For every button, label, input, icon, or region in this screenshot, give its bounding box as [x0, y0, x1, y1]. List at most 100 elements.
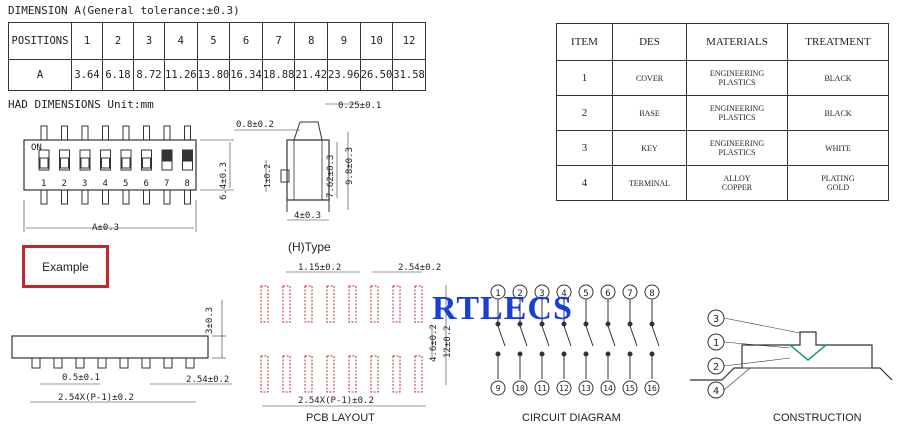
pin-circle	[490, 380, 506, 396]
dim-height-label: 6.4±0.3	[219, 162, 229, 200]
pcb-pad-bottom	[370, 355, 379, 393]
front-pin	[53, 357, 63, 369]
pcb-pad-top	[326, 285, 335, 323]
dim-pcb-length: 2.54X(P-1)±0.2	[298, 396, 374, 406]
top-sliders	[38, 149, 193, 171]
pin-circle	[644, 380, 660, 396]
dim-inner-label: 7.62±0.3	[326, 155, 336, 198]
top-pin	[143, 125, 150, 141]
front-pin	[75, 357, 85, 369]
pin-circle	[534, 380, 550, 396]
pin-circle	[556, 380, 572, 396]
contact-dot	[605, 351, 611, 357]
value-cell: 31.58	[392, 59, 426, 91]
pin-circle	[512, 380, 528, 396]
dim-front-length: 2.54X(P-1)±0.2	[58, 393, 134, 403]
callout-circle	[707, 333, 725, 351]
construction-caption: CONSTRUCTION	[773, 412, 862, 424]
contact-dot	[561, 351, 567, 357]
rtlecs-watermark: RTLECS	[432, 290, 573, 327]
header-materials: MATERIALS	[686, 23, 788, 61]
pin-number: 10	[515, 384, 525, 393]
pin-number: 16	[647, 384, 657, 393]
pin-circle	[622, 380, 638, 396]
front-pins	[31, 357, 195, 369]
callout-number: 1	[713, 338, 719, 349]
value-cell: 11.26	[164, 59, 198, 91]
value-cell: 16.34	[229, 59, 263, 91]
position-cell: 3	[133, 22, 165, 60]
dim-pcb-pitch: 2.54±0.2	[398, 263, 441, 273]
header-treatment: TREATMENT	[787, 23, 889, 61]
switch-slot	[182, 149, 193, 171]
switch-slot	[38, 149, 50, 171]
pin-number: 6	[605, 289, 610, 299]
item-cell: 1	[556, 60, 613, 96]
materials-table: ITEM DES MATERIALS TREATMENT 1 COVER ENG…	[556, 23, 889, 201]
switch-actuator	[80, 157, 90, 169]
switch-blade	[585, 325, 594, 347]
top-pin	[40, 125, 48, 141]
bottom-pin	[184, 189, 191, 205]
treatment-cell: BLACK	[787, 60, 889, 96]
switch-blade	[607, 325, 616, 347]
pcb-pad-top	[392, 285, 401, 323]
had-dimensions-title: HAD DIMENSIONS Unit:mm	[8, 98, 154, 111]
bottom-pin	[61, 189, 68, 205]
bottom-pin	[163, 189, 171, 205]
dim-pad-height: 4.6±0.2	[429, 324, 439, 362]
contact-dot	[495, 351, 501, 357]
circuit-caption: CIRCUIT DIAGRAM	[522, 412, 621, 424]
top-view-body	[23, 139, 197, 191]
dim-lead-label: 1±0.2	[263, 164, 272, 188]
front-pin	[185, 357, 195, 369]
switch-actuator	[183, 150, 192, 162]
front-pin	[141, 357, 151, 369]
switch-slot	[79, 149, 91, 171]
top-pin	[81, 125, 89, 141]
dim-outer-label: 9.8±0.3	[345, 147, 355, 185]
pin-number: 11	[537, 384, 547, 393]
type-label: (H)Type	[288, 240, 331, 254]
switch-blade	[497, 325, 506, 347]
switch-slot	[59, 149, 70, 171]
pcb-pad-bottom	[260, 355, 269, 393]
pcb-pad-bottom	[282, 355, 291, 393]
switch-slot	[100, 149, 111, 171]
pcb-caption: PCB LAYOUT	[306, 412, 375, 424]
pcb-pad-top	[282, 285, 291, 323]
side-view: 0.25±0.1 0.8±0.2 7.62±0.3 9.8±0.3 1±0.2 …	[234, 101, 381, 221]
switch-number: 8	[185, 179, 190, 189]
position-cell: 4	[164, 22, 198, 60]
pcb-pad-top	[348, 285, 357, 323]
pcb-pad-bottom	[304, 355, 313, 393]
pin-number: 5	[583, 289, 588, 299]
bottom-pin	[122, 189, 130, 205]
switch-number: 2	[62, 179, 67, 189]
value-cell: 6.18	[102, 59, 134, 91]
header-des: DES	[612, 23, 687, 61]
row-label-a: A	[8, 59, 72, 91]
contact-dot	[583, 351, 589, 357]
pcb-pad-top	[304, 285, 313, 323]
front-pin	[119, 357, 129, 369]
switch-actuator	[101, 157, 110, 169]
pcb-pad-top	[370, 285, 379, 323]
value-cell: 13.80	[196, 59, 231, 91]
dim-pad-label: 1.15±0.2	[298, 263, 341, 273]
top-pin	[122, 125, 130, 141]
contact-dot	[539, 351, 545, 357]
switch-number: 1	[41, 179, 46, 189]
position-cell: 7	[261, 22, 296, 60]
position-cell: 6	[229, 22, 263, 60]
top-pin	[61, 125, 68, 141]
switch-blade	[563, 325, 572, 347]
callout-number: 3	[713, 314, 719, 325]
pin-number: 3	[539, 289, 544, 299]
